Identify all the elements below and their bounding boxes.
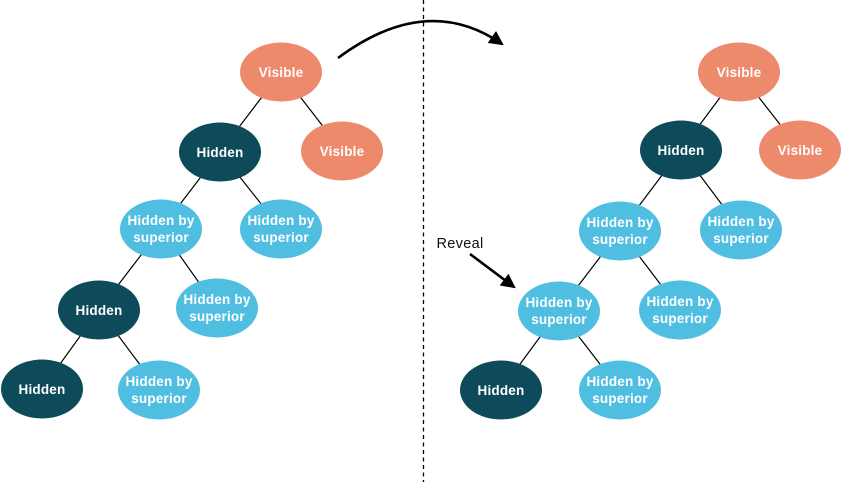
node-ellipse xyxy=(58,280,140,340)
tree-node-visible: Visible xyxy=(698,42,780,102)
node-label: Hidden by xyxy=(125,374,192,389)
node-label: Hidden xyxy=(76,303,123,318)
node-ellipse xyxy=(179,122,261,182)
tree-node-visible: Visible xyxy=(240,42,322,102)
node-ellipse xyxy=(518,281,600,341)
tree-node-hidden_by_superior: Hidden by superior xyxy=(120,199,202,259)
tree-node-hidden_by_superior: Hidden by superior xyxy=(176,278,258,338)
node-ellipse xyxy=(460,360,542,420)
node-label: Hidden xyxy=(19,382,66,397)
node-ellipse xyxy=(640,120,722,180)
node-label: Hidden by xyxy=(183,292,250,307)
tree-node-hidden_by_superior: Hidden by superior xyxy=(700,200,782,260)
node-ellipse xyxy=(579,360,661,420)
tree-node-hidden_by_superior: Hidden by superior xyxy=(639,280,721,340)
node-label: Hidden by xyxy=(707,214,774,229)
node-label: superior xyxy=(592,232,648,247)
node-ellipse xyxy=(118,360,200,420)
tree-node-hidden: Hidden xyxy=(179,122,261,182)
node-ellipse xyxy=(301,121,383,181)
node-ellipse xyxy=(240,42,322,102)
node-label: Hidden by xyxy=(525,295,592,310)
node-label: superior xyxy=(253,230,309,245)
tree-node-hidden_by_superior: Hidden by superior xyxy=(118,360,200,420)
node-label: Visible xyxy=(259,65,304,80)
tree-node-hidden: Hidden xyxy=(460,360,542,420)
transform-arrow xyxy=(337,19,504,60)
node-ellipse xyxy=(639,280,721,340)
tree-node-visible: Visible xyxy=(759,120,841,180)
node-label: Hidden xyxy=(658,143,705,158)
node-label: Hidden by xyxy=(646,294,713,309)
tree-node-hidden: Hidden xyxy=(58,280,140,340)
tree-node-hidden_by_superior: Hidden by superior xyxy=(579,201,661,261)
tree-node-hidden_by_superior: Hidden by superior xyxy=(579,360,661,420)
node-label: superior xyxy=(713,231,769,246)
node-ellipse xyxy=(240,199,322,259)
node-ellipse xyxy=(759,120,841,180)
node-ellipse xyxy=(698,42,780,102)
node-label: superior xyxy=(592,391,648,406)
tree-node-hidden_by_superior: Hidden by superior xyxy=(518,281,600,341)
reveal-arrow xyxy=(469,252,516,289)
node-label: Hidden xyxy=(197,145,244,160)
node-label: superior xyxy=(133,230,189,245)
node-label: Hidden xyxy=(478,383,525,398)
node-ellipse xyxy=(1,359,83,419)
node-label: superior xyxy=(531,312,587,327)
node-label: Visible xyxy=(717,65,762,80)
node-label: Hidden by xyxy=(586,215,653,230)
tree-node-hidden: Hidden xyxy=(1,359,83,419)
node-label: superior xyxy=(131,391,187,406)
node-label: Hidden by xyxy=(586,374,653,389)
node-ellipse xyxy=(700,200,782,260)
tree-node-visible: Visible xyxy=(301,121,383,181)
node-label: Hidden by xyxy=(247,213,314,228)
node-ellipse xyxy=(120,199,202,259)
tree-node-hidden_by_superior: Hidden by superior xyxy=(240,199,322,259)
node-label: Visible xyxy=(320,144,365,159)
node-label: superior xyxy=(189,309,245,324)
tree-node-hidden: Hidden xyxy=(640,120,722,180)
node-ellipse xyxy=(176,278,258,338)
node-label: superior xyxy=(652,311,708,326)
node-label: Hidden by xyxy=(127,213,194,228)
node-ellipse xyxy=(579,201,661,261)
reveal-label: Reveal xyxy=(437,236,484,252)
node-label: Visible xyxy=(778,143,823,158)
